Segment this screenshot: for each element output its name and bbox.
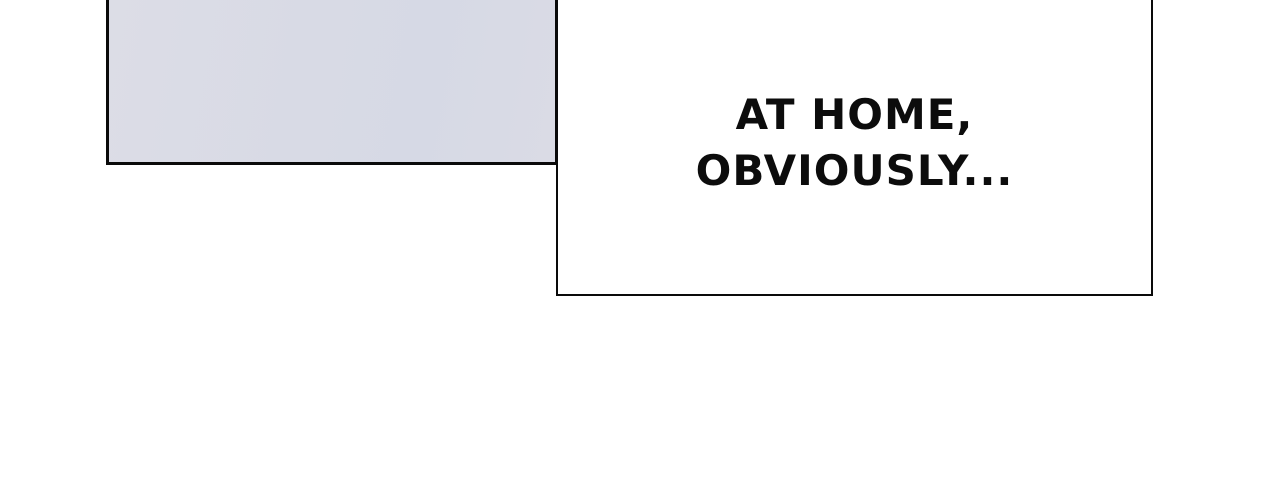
caption-line-2: OBVIOUSLY... [695, 146, 1014, 195]
caption-line-1: AT HOME, [735, 90, 974, 139]
caption-box: AT HOME, OBVIOUSLY... [556, 0, 1153, 296]
gray-panel [106, 0, 558, 165]
caption-text: AT HOME, OBVIOUSLY... [696, 87, 1014, 199]
